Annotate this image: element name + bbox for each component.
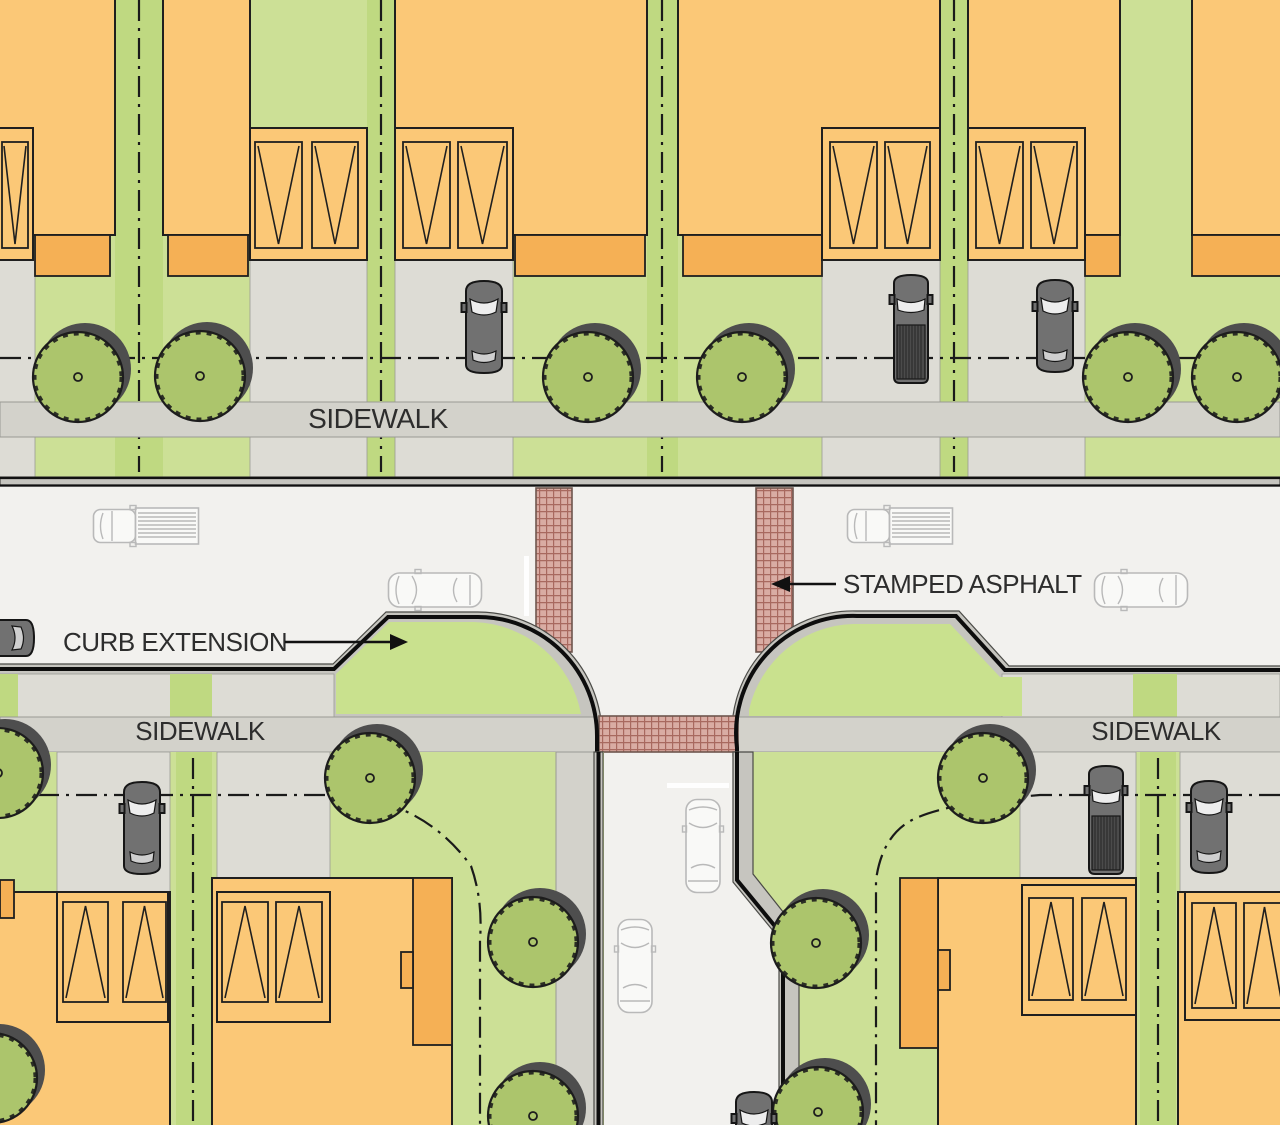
curb-extension-label: CURB EXTENSION: [63, 627, 287, 657]
stamped-asphalt-label: STAMPED ASPHALT: [843, 569, 1082, 599]
garages-top: [0, 127, 1086, 261]
garage-door: [221, 901, 269, 1003]
building: [1191, 0, 1280, 236]
garage-door: [829, 141, 878, 249]
curbside-zone-left: [0, 673, 335, 718]
houses-top: [0, 0, 1280, 277]
porch-band: [34, 234, 111, 277]
porch-step: [400, 951, 414, 989]
porch-column: [899, 877, 939, 1049]
garage-door: [1028, 897, 1074, 1001]
moving-car-icon: [681, 798, 725, 894]
garage-door: [1081, 897, 1127, 1001]
porch-band: [1084, 234, 1121, 277]
porch-band: [514, 234, 646, 277]
sidewalk-label-bottom-left: SIDEWALK: [135, 716, 266, 746]
parked-car-icon: [730, 1091, 778, 1125]
top-residential-block: SIDEWALK: [0, 0, 1280, 478]
parked-car-icon: [0, 614, 35, 662]
porch-column: [412, 877, 453, 1046]
porch-band: [682, 234, 823, 277]
parked-truck-icon: [1083, 765, 1129, 875]
sidewalk-label-bottom-right: SIDEWALK: [1091, 716, 1222, 746]
garage-door: [457, 141, 508, 249]
garage-door: [975, 141, 1024, 249]
garage-door: [62, 901, 109, 1003]
sidewalk-label-top: SIDEWALK: [308, 403, 448, 434]
garage-door: [275, 901, 323, 1003]
driveway: [0, 259, 36, 478]
building: [162, 0, 251, 236]
crosswalk-stamped-asphalt-west: [535, 487, 573, 653]
stop-bar: [667, 783, 729, 788]
garage-door: [1030, 141, 1078, 249]
garage-door: [254, 141, 303, 249]
stop-bar: [524, 556, 529, 616]
moving-truck-icon: [846, 504, 954, 548]
curb-line-right: [734, 613, 1280, 752]
porch-band: [1191, 234, 1280, 277]
street-and-intersection: [0, 476, 1280, 757]
porch-band: [167, 234, 249, 277]
parked-car-icon: [1031, 279, 1079, 373]
moving-car-icon: [613, 918, 657, 1014]
parked-car-icon: [460, 280, 508, 374]
garage-door: [402, 141, 451, 249]
parked-truck-icon: [888, 274, 934, 384]
street-top-curb-lines: [0, 476, 1280, 487]
curb-extension-lawn-right: [749, 624, 1022, 716]
parked-car-icon: [1185, 780, 1233, 874]
garage-door: [311, 141, 359, 249]
garage-door: [884, 141, 931, 249]
garage-door: [1191, 902, 1237, 1009]
sidewalk-band-bottom-left: [0, 716, 605, 753]
driveway: [216, 751, 331, 895]
porch: [0, 879, 15, 919]
parked-car-icon: [118, 781, 166, 875]
moving-car-icon: [1093, 568, 1189, 612]
annotations: SIDEWALK SIDEWALK CURB EXTENSION STAMPED…: [63, 569, 1222, 746]
porch-step: [937, 949, 951, 991]
crosswalk-stamped-asphalt-south: [598, 715, 739, 753]
moving-truck-icon: [92, 504, 200, 548]
driveway: [249, 259, 368, 478]
garage-door: [122, 901, 167, 1003]
bottom-right-block: [732, 751, 1280, 1125]
curb-line-vertical-right: [735, 752, 785, 1125]
curb-line-left: [0, 615, 599, 752]
crosswalk-stamped-asphalt-east: [755, 487, 794, 653]
parking-lane-dash-line: [0, 793, 482, 1125]
moving-car-icon: [387, 568, 483, 612]
